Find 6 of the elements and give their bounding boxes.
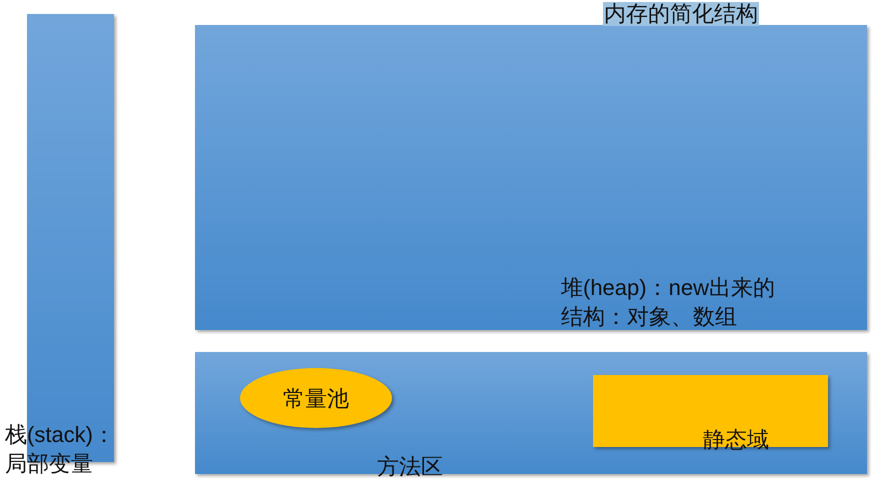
heap-box bbox=[195, 25, 867, 330]
box-label: 方法区 bbox=[377, 453, 443, 481]
box-label: 常量池 bbox=[282, 384, 350, 412]
title-text: 内存的简化结构 bbox=[603, 2, 759, 26]
box-label: 静态域 bbox=[703, 426, 769, 454]
box-label: 堆(heap)：new出来的结构：对象、数组 bbox=[561, 274, 776, 331]
